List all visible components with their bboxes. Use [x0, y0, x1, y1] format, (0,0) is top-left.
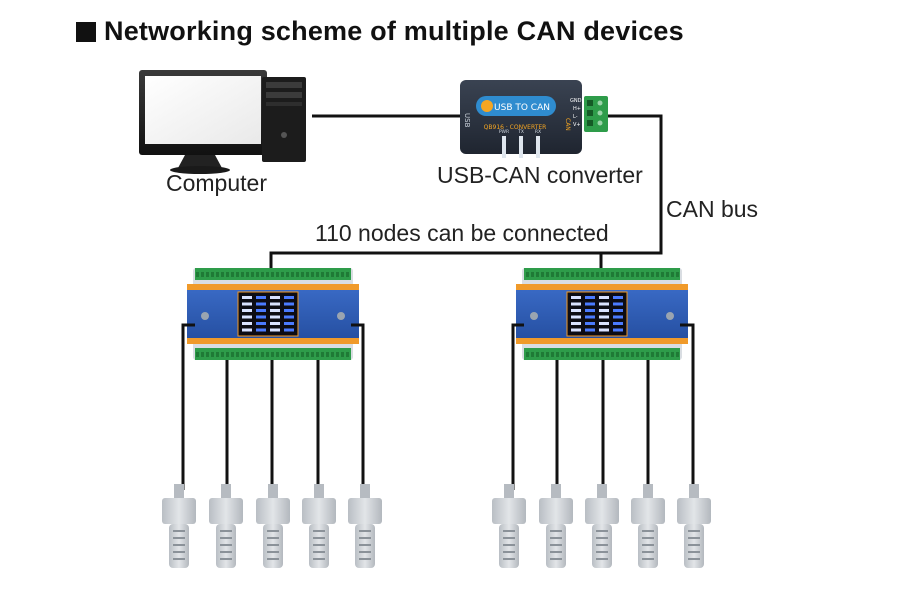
- can-bus-label: CAN bus: [666, 196, 759, 222]
- converter-model-text: QB916 · CONVERTER: [484, 124, 547, 131]
- sensor-cable: [181, 323, 195, 490]
- can-bus-line: [269, 114, 663, 270]
- converter-badge-text: USB TO CAN: [494, 103, 550, 113]
- temperature-sensor-icon: [348, 484, 382, 568]
- converter-side-text: CAN: [564, 118, 571, 131]
- converter-label: USB-CAN converter: [437, 162, 643, 188]
- pin-label-l: L-: [573, 114, 578, 120]
- led-label-pwr: PWR: [499, 129, 509, 135]
- sensor-cable: [351, 323, 365, 490]
- temperature-sensor-icon: [209, 484, 243, 568]
- controller-right-icon: [516, 268, 688, 360]
- converter-usb-text: USB: [463, 113, 471, 128]
- nodes-label: 110 nodes can be connected: [315, 220, 609, 246]
- computer-label: Computer: [166, 170, 267, 196]
- pin-label-v: V+: [573, 122, 581, 128]
- sensor-cable: [680, 323, 695, 490]
- temperature-sensor-icon: [631, 484, 665, 568]
- pin-label-h: H+: [573, 106, 581, 112]
- sensor-cable: [511, 323, 524, 490]
- title-text: Networking scheme of multiple CAN device…: [104, 16, 684, 46]
- controller-left-icon: [187, 268, 359, 360]
- temperature-sensor-icon: [302, 484, 336, 568]
- temperature-sensor-icon: [492, 484, 526, 568]
- temperature-sensor-icon: [162, 484, 196, 568]
- temperature-sensor-icon: [585, 484, 619, 568]
- temperature-sensor-icon: [256, 484, 290, 568]
- led-label-tx: TX: [517, 129, 524, 135]
- temperature-sensor-icon: [539, 484, 573, 568]
- pin-label-gnd: GND: [570, 98, 582, 104]
- computer-icon: [139, 70, 306, 174]
- page-title: Networking scheme of multiple CAN device…: [76, 16, 684, 47]
- usb-can-converter-icon: USB TO CAN QB916 · CONVERTER USB CAN PWR…: [460, 80, 608, 158]
- led-label-rx: RX: [535, 129, 541, 135]
- title-bullet-icon: [76, 21, 96, 42]
- temperature-sensor-icon: [677, 484, 711, 568]
